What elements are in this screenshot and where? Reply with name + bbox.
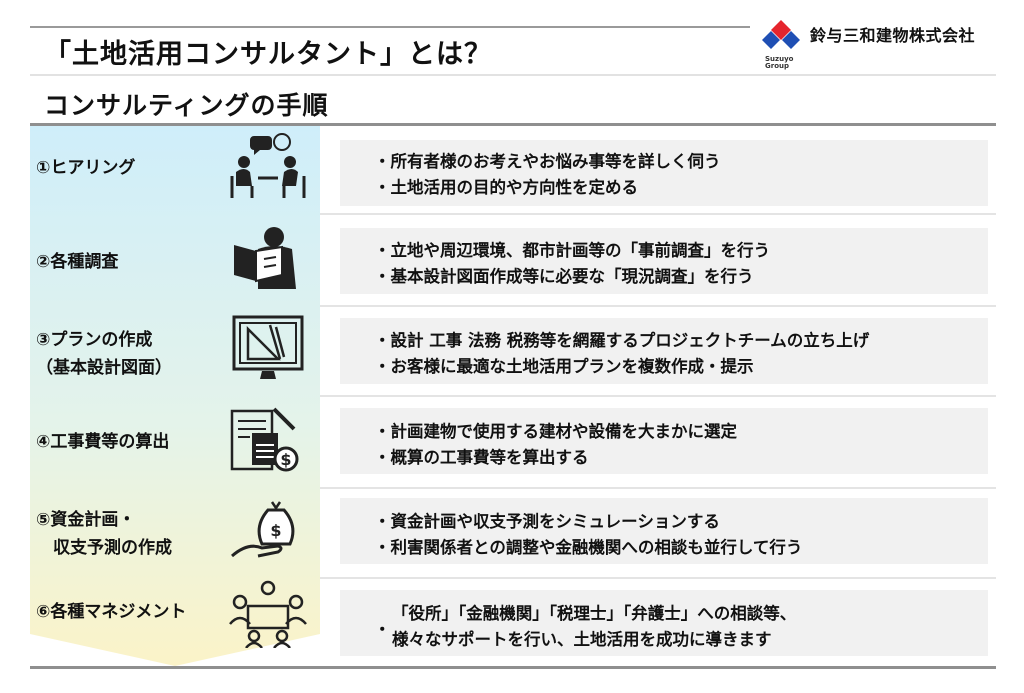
bottom-rule	[30, 666, 996, 669]
page-title: 「土地活用コンサルタント」とは？	[44, 39, 492, 70]
svg-text:$: $	[280, 450, 291, 469]
step-2-bullet-1: ・立地や周辺環境、都市計画等の「事前調査」を行う	[374, 241, 770, 260]
step-6-bullet-2: 様々なサポートを行い、土地活用を成功に導きます	[392, 630, 772, 649]
svg-text:$: $	[270, 521, 281, 540]
row-divider	[320, 395, 996, 397]
section-rule	[30, 123, 996, 126]
section-subtitle: コンサルティングの手順	[44, 91, 329, 120]
step-1-box	[340, 140, 988, 206]
step-6-bullet-dot: ・	[374, 620, 391, 639]
step-3-box	[340, 318, 988, 384]
step-2-bullet-2: ・基本設計図面作成等に必要な「現況調査」を行う	[374, 267, 754, 286]
step-4-bullet-1: ・計画建物で使用する建材や設備を大まかに選定	[374, 422, 737, 441]
step-1-bullet-2: ・土地活用の目的や方向性を定める	[374, 178, 638, 197]
calculator-document-icon: $	[230, 407, 299, 472]
step-2-box	[340, 228, 988, 294]
step-3-label: ③プランの作成 （基本設計図面）	[36, 330, 172, 378]
diamond-logo-icon	[762, 20, 800, 49]
step-4-bullet-2: ・概算の工事費等を算出する	[374, 448, 589, 467]
step-4-label: ④工事費等の算出	[36, 432, 170, 452]
team-meeting-icon	[229, 580, 307, 648]
person-reading-map-icon	[234, 227, 296, 289]
money-bag-hand-icon: $	[231, 501, 295, 558]
top-rule	[30, 26, 750, 28]
row-divider	[320, 487, 996, 489]
step-3-bullet-1: ・設計 工事 法務 税務等を網羅するプロジェクトチームの立ち上げ	[374, 331, 870, 350]
step-5-bullet-2: ・利害関係者との調整や金融機関への相談も並行して行う	[374, 538, 803, 557]
design-monitor-icon	[232, 315, 304, 379]
title-rule	[30, 74, 996, 76]
step-6-bullet-1: 「役所」「金融機関」「税理士」「弁護士」への相談等、	[392, 604, 797, 623]
step-5-box	[340, 498, 988, 564]
step-5-label: ⑤資金計画・ 収支予測の作成	[36, 510, 172, 558]
step-2-label: ②各種調査	[36, 252, 119, 272]
row-divider	[320, 577, 996, 579]
row-divider	[320, 305, 996, 307]
company-logo: Suzuyo Group 鈴与三和建物株式会社	[762, 18, 1002, 70]
step-4-box	[340, 408, 988, 474]
logo-group-text: Suzuyo Group	[765, 55, 794, 70]
step-1-label: ①ヒアリング	[36, 158, 136, 178]
step-5-bullet-1: ・資金計画や収支予測をシミュレーションする	[374, 512, 720, 531]
row-divider	[320, 213, 996, 215]
step-6-label: ⑥各種マネジメント	[36, 602, 187, 622]
step-1-bullet-1: ・所有者様のお考えやお悩み事等を詳しく伺う	[374, 152, 721, 171]
step-3-bullet-2: ・お客様に最適な土地活用プランを複数作成・提示	[374, 357, 754, 376]
company-name: 鈴与三和建物株式会社	[810, 26, 976, 45]
meeting-people-icon	[230, 133, 306, 198]
step-6-box	[340, 590, 988, 656]
